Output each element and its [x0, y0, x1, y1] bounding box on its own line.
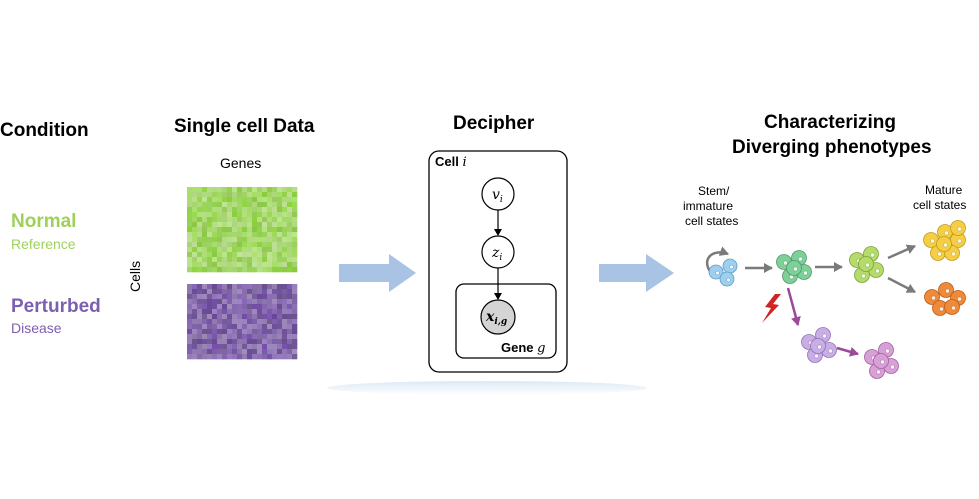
stem-cell-cluster: [708, 258, 738, 287]
perturbed-label: Perturbed: [11, 296, 101, 317]
flow-arrow-data-to-model: [339, 254, 416, 292]
mature-label-line1: Mature: [925, 183, 963, 197]
diverging-pink-cell-cluster: [864, 342, 899, 379]
mature-yellow-cell-cluster: [923, 220, 966, 261]
normal-label: Normal: [11, 211, 77, 232]
stem-label-line3: cell states: [685, 214, 739, 228]
characterizing-header-line1: Characterizing: [764, 112, 896, 133]
single-cell-header: Single cell Data: [174, 116, 315, 137]
characterizing-header-line2: Diverging phenotypes: [732, 137, 932, 158]
reference-label: Reference: [11, 236, 76, 252]
arrow-to-orange: [887, 276, 916, 294]
gene-plate: [455, 283, 557, 359]
genes-axis-label: Genes: [220, 155, 262, 171]
perturbation-lightning-icon: [762, 294, 781, 323]
cell-plate-label: Cell i: [435, 154, 467, 170]
stem-label-line1: Stem/: [698, 184, 730, 198]
latent-node-z-label: zi: [491, 245, 502, 263]
model-shadow: [327, 381, 647, 395]
normal-expression-matrix: [187, 187, 298, 273]
diverging-lilac-cell-cluster: [801, 327, 837, 363]
cell-plate: [428, 150, 568, 373]
condition-header: Condition: [0, 120, 89, 141]
gene-plate-label: Gene g: [501, 340, 545, 356]
decipher-header: Decipher: [453, 113, 535, 134]
arrow-to-yellow: [887, 244, 916, 260]
latent-node-v-label: vi: [492, 187, 503, 205]
arrow-diverging-down: [786, 287, 801, 326]
arrow-lilac-to-pink: [836, 346, 859, 357]
mature-label-line2: cell states: [913, 198, 967, 212]
perturbed-expression-matrix: [187, 284, 298, 360]
mature-orange-cell-cluster: [924, 282, 966, 316]
stem-label-line2: immature: [683, 199, 734, 213]
disease-label: Disease: [11, 320, 62, 336]
flow-arrow-model-to-phenotypes: [599, 254, 674, 292]
observed-node-x-label: xi,g: [485, 309, 507, 327]
progenitor-cell-cluster: [776, 250, 812, 284]
intermediate-cell-cluster: [849, 246, 884, 283]
observed-node-x: [480, 299, 516, 335]
